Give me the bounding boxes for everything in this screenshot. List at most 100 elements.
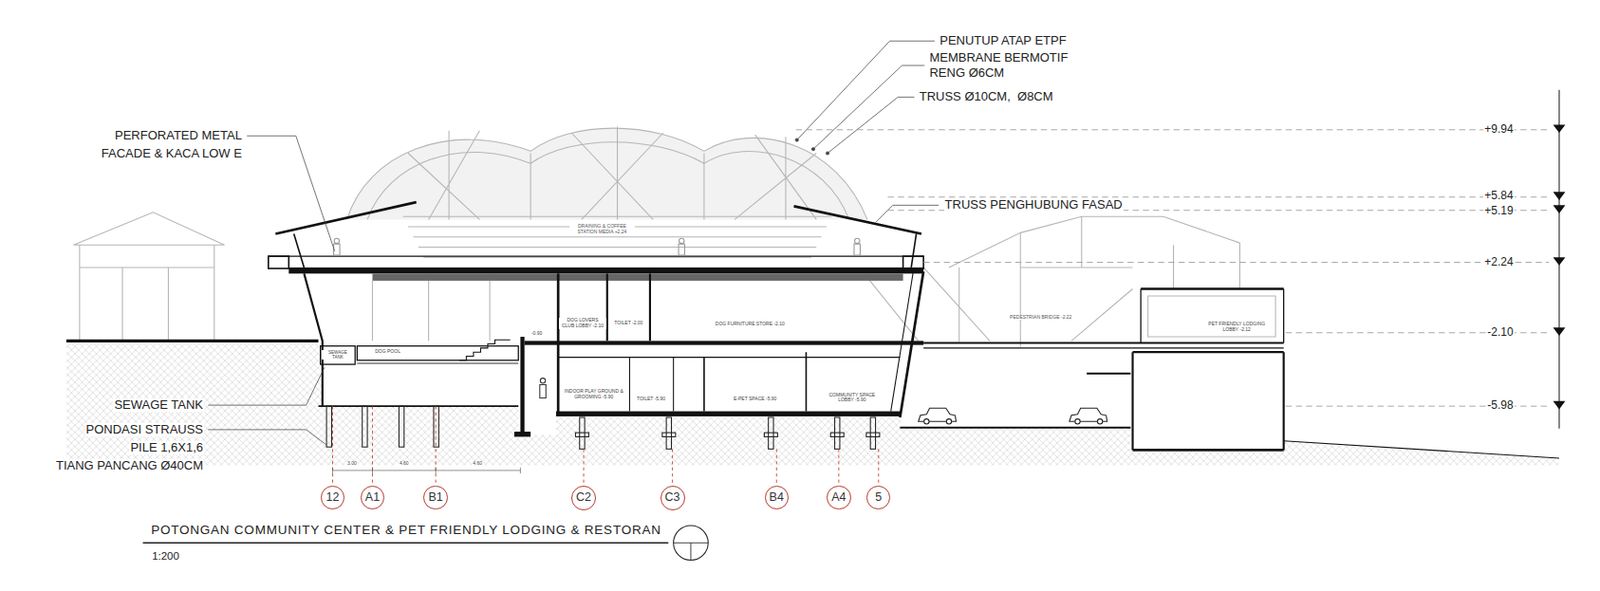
leader-line	[813, 65, 925, 149]
ground-hatch	[66, 342, 1560, 466]
grid-label: C2	[576, 491, 592, 504]
background-building	[867, 216, 1240, 348]
room-label: INDOOR PLAY GROUND & GROOMING -5.90	[560, 389, 627, 401]
level-line	[796, 130, 1550, 407]
section-cut	[891, 271, 914, 411]
person-figure	[854, 243, 860, 256]
section-cut	[1086, 352, 1284, 450]
dimension-line	[333, 467, 521, 474]
section-cut	[294, 233, 917, 267]
section-cut	[268, 255, 924, 257]
level-marker	[1553, 401, 1566, 410]
person-figure	[334, 243, 340, 256]
section-cut	[899, 427, 1131, 429]
car-figure	[918, 408, 1108, 425]
scale-note: 1:200	[150, 550, 181, 563]
level-marker	[1553, 327, 1566, 336]
person-figure	[678, 243, 685, 256]
car-figure	[946, 419, 951, 425]
section-cut	[288, 267, 924, 274]
section-cut	[607, 273, 651, 341]
section-cut	[303, 273, 322, 407]
section-cut	[524, 340, 924, 345]
background-building	[372, 267, 1133, 341]
dimension-value: 3.00	[346, 461, 358, 467]
room-label: TOILET -5.90	[632, 396, 671, 403]
background-building	[73, 212, 224, 341]
foundation-pile	[830, 432, 844, 437]
callout-label: SEWAGE TANK	[112, 398, 205, 412]
section-cut	[1140, 287, 1284, 291]
grid-label: 12	[326, 491, 340, 504]
grid-bubble: C3	[660, 485, 686, 511]
foundation-pile	[433, 406, 439, 447]
level-marker	[1553, 257, 1566, 266]
section-cut	[1140, 289, 1284, 344]
leader-line	[795, 138, 799, 142]
grid-bubble: 5	[866, 485, 891, 510]
leader-line	[207, 40, 939, 446]
background-building	[347, 128, 868, 220]
callout-label: PILE 1,6X1,6	[129, 441, 205, 455]
section-cut	[899, 271, 924, 418]
grid-bubble: B4	[764, 485, 789, 510]
foundation-pile	[326, 406, 332, 447]
level-value: -2.10	[1486, 326, 1514, 339]
leader-line	[825, 151, 829, 155]
room-label: DOG FURNITURE STORE -2.10	[707, 321, 792, 328]
foundation-pile	[362, 406, 368, 447]
level-value: +2.24	[1483, 256, 1514, 269]
foundation-pile	[326, 406, 880, 449]
grid-label: A4	[831, 491, 846, 504]
leader-line	[875, 204, 940, 223]
section-cut	[1283, 441, 1560, 459]
room-label: E-PET SPACE -5.90	[732, 396, 778, 403]
car-figure	[924, 419, 930, 425]
grid-label: B4	[769, 491, 784, 504]
callout-label: MEMBRANE BERMOTIF	[928, 51, 1069, 65]
level-value: +5.84	[1483, 189, 1514, 203]
section-cut	[704, 352, 807, 411]
section-cut	[1133, 448, 1284, 452]
background-building	[403, 216, 833, 258]
grid-label: C3	[665, 491, 681, 504]
foundation-pile	[398, 406, 404, 447]
section-cut	[923, 341, 1284, 344]
level-marker	[1553, 124, 1566, 133]
section-cut	[66, 339, 319, 343]
room-label: PET FRIENDLY LODGING LOBBY -2.12	[1205, 321, 1269, 334]
foundation-pile	[763, 432, 778, 437]
car-figure	[918, 408, 957, 425]
section-cut	[557, 273, 560, 413]
leader-line	[811, 148, 815, 151]
leader-line	[827, 96, 914, 153]
callout-label: FACADE & KACA LOW E	[100, 147, 243, 161]
room-label: DOG LOVERS CLUB LOBBY -2.10	[558, 317, 606, 330]
room-label: TOILET -2.00	[609, 320, 649, 327]
section-cut	[320, 346, 356, 365]
car-figure	[1075, 419, 1080, 425]
section-cut	[520, 336, 524, 435]
section-cut	[372, 273, 903, 281]
leader-line	[207, 429, 327, 446]
car-figure	[1097, 419, 1102, 425]
title-underline	[673, 525, 709, 561]
level-marker	[1553, 191, 1566, 201]
section-cut	[317, 405, 519, 408]
grid-bubble: 12	[320, 485, 345, 510]
room-label: SEWAGE TANK	[321, 350, 354, 360]
level-value: +9.94	[1483, 123, 1514, 136]
section-cut	[558, 356, 900, 358]
room-label: PEDESTRIAN BRIDGE -2.22	[1008, 315, 1073, 321]
person-figure	[334, 238, 339, 243]
grid-bubble: A1	[360, 485, 385, 510]
foundation-pile	[662, 432, 676, 437]
grid-bubble: C2	[571, 485, 596, 511]
level-value: +5.19	[1483, 204, 1514, 218]
section-cut	[923, 347, 1284, 349]
person-figure	[539, 385, 546, 399]
car-figure	[1069, 408, 1108, 425]
level-marker	[1553, 90, 1566, 429]
title-underline	[673, 542, 709, 560]
